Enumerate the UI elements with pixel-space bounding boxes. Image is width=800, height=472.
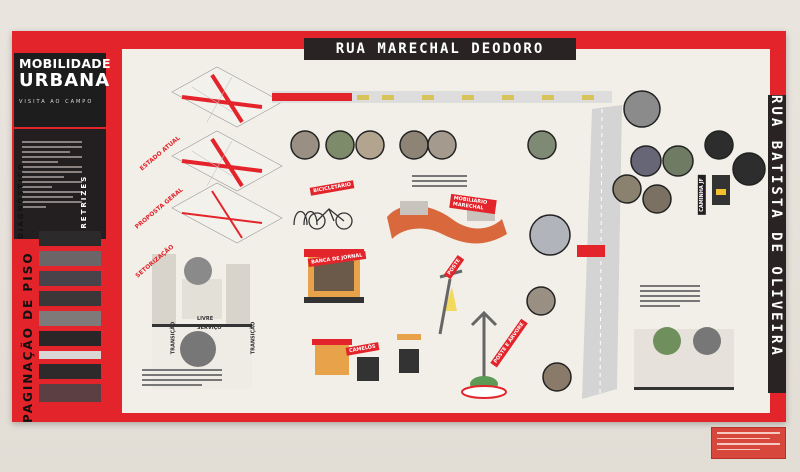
isometric-maps — [171, 66, 283, 244]
text-blocks — [142, 175, 730, 386]
tree-post-drawing — [461, 310, 507, 399]
swatch — [39, 271, 101, 286]
photo-circles — [290, 90, 766, 392]
swatch — [39, 231, 101, 246]
swatch — [39, 311, 101, 326]
street-section-left — [152, 254, 252, 389]
title-block: MOBILIDADE URBANA VISITA AO CAMPO — [14, 53, 111, 127]
newsstand-drawing — [304, 249, 364, 303]
label-caminha: CAMINHA JF — [697, 175, 706, 215]
title-line2: URBANA — [19, 70, 111, 91]
lamp-post-drawing — [438, 269, 463, 335]
street-banner-right-text: RUA BATISTA DE OLIVEIRA — [768, 95, 784, 358]
swatch — [39, 291, 101, 306]
swatch — [39, 251, 101, 266]
street-strip — [272, 91, 612, 103]
section-label-transicao-right: TRANSIÇÃO — [250, 321, 257, 355]
street-banner-right: RUA BATISTA DE OLIVEIRA — [768, 95, 786, 393]
vertical-street — [577, 105, 622, 399]
title-line1: MOBILIDADE — [19, 56, 111, 71]
text-lines — [22, 141, 82, 211]
main-sheet: ESTADO ATUAL PROPOSTA GERAL SETORIZAÇÃO … — [122, 49, 770, 413]
floor-swatches — [39, 231, 101, 407]
diagnostic-text-block — [14, 129, 106, 239]
section-label-livre: LIVRE — [197, 316, 214, 322]
swatch — [39, 351, 101, 359]
street-section-right — [634, 327, 734, 390]
vendor-booths-drawing — [312, 334, 421, 381]
wall-plaque — [711, 427, 786, 459]
vertical-title-paginacao: PAGINAÇÃO DE PISO — [21, 251, 35, 423]
swatch — [39, 331, 101, 346]
swatch — [39, 384, 101, 402]
street-banner-top: RUA MARECHAL DEODORO — [304, 38, 576, 60]
section-label-transicao-left: TRANSIÇÃO — [170, 321, 177, 355]
exhibition-poster: MOBILIDADE URBANA VISITA AO CAMPO DIAGNÓ… — [12, 31, 786, 423]
side-label-diagnostico: DIAGNÓSTICO — [17, 162, 25, 239]
sheet-drawings — [142, 66, 766, 399]
swatch — [39, 364, 101, 379]
title-subtitle: VISITA AO CAMPO — [19, 99, 94, 105]
section-label-servico: SERVIÇO — [197, 325, 222, 331]
bicycle-rack-drawing — [293, 208, 353, 230]
left-panel: MOBILIDADE URBANA VISITA AO CAMPO DIAGNÓ… — [12, 31, 120, 423]
